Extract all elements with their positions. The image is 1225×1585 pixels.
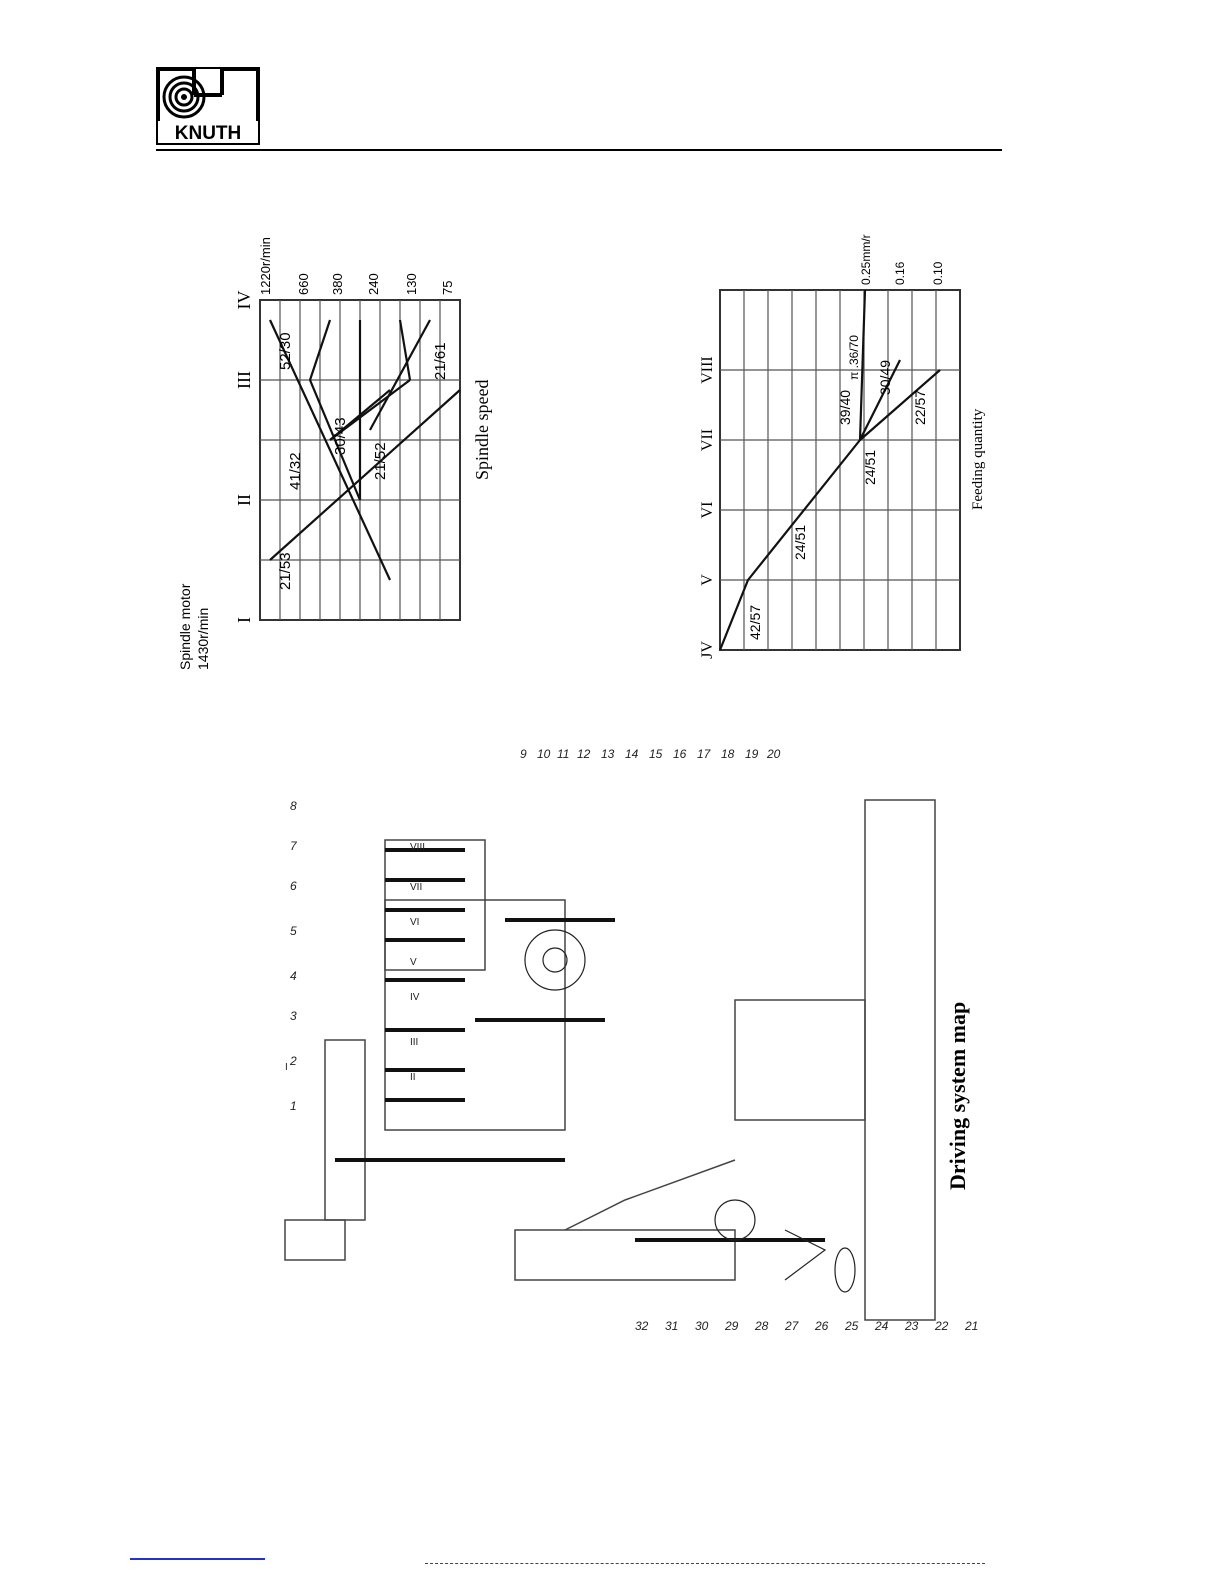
motor-label-2: 1430r/min: [195, 608, 211, 670]
feed-caption: Feeding quantity: [970, 408, 986, 510]
feed-ratio-42-57: 42/57: [747, 605, 763, 640]
callout-1: 1: [290, 1099, 297, 1113]
callout-22: 22: [934, 1319, 949, 1333]
driving-system-map: Driving system map 1 2 3 4 5 6 7 8 9 10 …: [284, 747, 978, 1333]
callout-14: 14: [625, 747, 639, 761]
callout-15: 15: [649, 747, 663, 761]
feeding-quantity-chart: JV V VI VII VIII 0.25mm/r 0.16 0.10 42/5…: [699, 234, 986, 659]
speed-ratio-21-53: 21/53: [277, 552, 294, 590]
callout-18: 18: [721, 747, 735, 761]
speed-ratio-52-30: 52/30: [277, 332, 294, 370]
shaft-label-VI: VI: [410, 917, 419, 928]
callout-4: 4: [290, 969, 297, 983]
logo-text: KNUTH: [175, 123, 242, 144]
callout-25: 25: [844, 1319, 859, 1333]
callout-31: 31: [665, 1319, 678, 1333]
callout-21: 21: [964, 1319, 978, 1333]
callout-7: 7: [290, 839, 298, 853]
callout-26: 26: [814, 1319, 829, 1333]
callout-5: 5: [290, 924, 297, 938]
shaft-label-IV: IV: [410, 992, 420, 1003]
callout-30: 30: [695, 1319, 709, 1333]
callout-numbers: 1 2 3 4 5 6 7 8 9 10 11 12 13 14 15 16 1…: [289, 747, 978, 1333]
feed-shaft-VII: VII: [699, 429, 716, 451]
speed-value-130: 130: [404, 273, 419, 295]
footer-link-underline: [130, 1558, 265, 1560]
feed-shaft-IV: JV: [699, 641, 716, 659]
footer-dashed-line: [425, 1563, 985, 1564]
callout-3: 3: [290, 1009, 297, 1023]
feed-ratio-39-40: 39/40: [837, 390, 853, 425]
driving-caption: Driving system map: [945, 1002, 970, 1190]
callout-11: 11: [557, 747, 569, 761]
callout-23: 23: [904, 1319, 919, 1333]
knuth-logo: KNUTH: [156, 67, 260, 145]
callout-12: 12: [577, 747, 591, 761]
speed-value-1220: 1220r/min: [258, 237, 273, 295]
feed-ratio-24-51-a: 24/51: [792, 525, 808, 560]
motor-label-1: Spindle motor: [177, 583, 193, 670]
feed-value-010: 0.10: [931, 261, 945, 285]
callout-9: 9: [520, 747, 527, 761]
shaft-label-VII: VII: [410, 882, 422, 893]
shaft-label-III: III: [410, 1037, 418, 1048]
speed-ratio-21-61: 21/61: [432, 342, 449, 380]
feed-value-025: 0.25mm/r: [859, 234, 873, 285]
speed-shaft-I: I: [234, 617, 254, 623]
callout-32: 32: [635, 1319, 649, 1333]
feed-shaft-VIII: VIII: [699, 356, 716, 384]
feed-ratio-30-49: 30/49: [877, 360, 893, 395]
header-rule: [156, 149, 1002, 151]
callout-20: 20: [766, 747, 781, 761]
callout-29: 29: [724, 1319, 739, 1333]
feed-ratio-36-70: π .36/70: [847, 335, 861, 380]
speed-value-380: 380: [330, 273, 345, 295]
shaft-label-I: I: [285, 1062, 288, 1073]
callout-8: 8: [290, 799, 297, 813]
shaft-label-II: II: [410, 1072, 416, 1083]
shaft-label-V: V: [410, 957, 417, 968]
callout-13: 13: [601, 747, 615, 761]
callout-17: 17: [697, 747, 712, 761]
speed-ratio-21-52: 21/52: [372, 442, 389, 480]
feed-ratio-22-57: 22/57: [912, 390, 928, 425]
feed-shaft-VI: VI: [699, 502, 716, 519]
speed-ratio-30-43: 30/43: [332, 417, 349, 455]
callout-28: 28: [754, 1319, 769, 1333]
speed-value-75: 75: [440, 281, 455, 295]
feed-value-016: 0.16: [893, 261, 907, 285]
speed-shaft-III: III: [234, 371, 254, 389]
callout-10: 10: [537, 747, 551, 761]
feed-ratio-24-51-b: 24/51: [862, 450, 878, 485]
callout-6: 6: [290, 879, 297, 893]
feed-shaft-V: V: [699, 574, 716, 586]
callout-16: 16: [673, 747, 687, 761]
shaft-label-VIII: VIII: [410, 842, 425, 853]
callout-2: 2: [289, 1054, 297, 1068]
shaft-roman-labels: I II III IV V VI VII VIII: [285, 842, 425, 1083]
callout-27: 27: [784, 1319, 800, 1333]
speed-value-660: 660: [296, 273, 311, 295]
speed-shaft-II: II: [234, 494, 254, 506]
spindle-speed-chart: I II III IV 1220r/min 660 380 240 130 75…: [177, 237, 492, 670]
callout-24: 24: [874, 1319, 889, 1333]
speed-ratio-41-32: 41/32: [287, 452, 304, 490]
speed-shaft-IV: IV: [234, 291, 254, 310]
speed-caption: Spindle speed: [472, 380, 492, 481]
callout-19: 19: [745, 747, 759, 761]
speed-value-240: 240: [366, 273, 381, 295]
